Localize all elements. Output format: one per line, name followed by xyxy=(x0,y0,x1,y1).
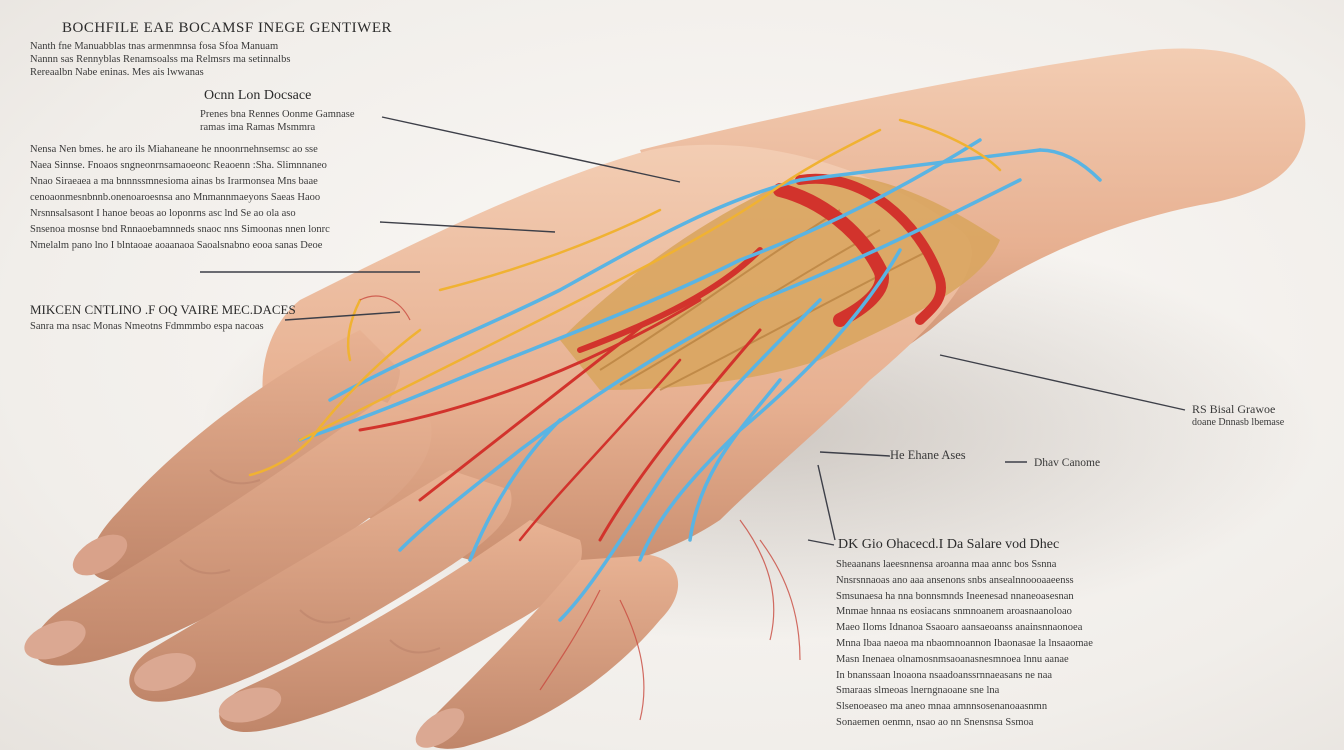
vein-network xyxy=(298,138,1102,622)
callout-mid-left: He Ehane Ases xyxy=(890,448,966,462)
knuckle-creases xyxy=(179,469,441,654)
section-1-heading: Ocnn Lon Docsace xyxy=(204,88,312,103)
section-1-sub-line: ramas ima Ramas Msmmra xyxy=(200,122,316,133)
section-1-body-line: Nrsnnsalsasont I hanoe beoas ao loponrns… xyxy=(30,208,296,219)
intro-line: Nannn sas Rennyblas Renamsoalss ma Relms… xyxy=(30,54,291,65)
ring-finger xyxy=(129,470,512,702)
section-3-body-line: Nnsrsnnaoas ano aaa ansenons snbs anseal… xyxy=(836,574,1074,586)
section-3-body-line: Slsenoeaseo ma aneo mnaa amnnsosenanoaas… xyxy=(836,701,1048,713)
leader-lines xyxy=(200,116,1186,546)
thumb xyxy=(423,555,679,749)
section-3-body-line: Masn Inenaea olnamosnmsaoanasnesmnoea ln… xyxy=(836,653,1069,665)
callout-right-top-line: doane Dnnasb lbemase xyxy=(1192,417,1285,428)
diagram-title: BOCHFILE EAE BOCAMSF INEGE GENTIWER xyxy=(62,20,392,36)
section-3-body-line: Smsunaesa ha nna bonnsmnds Ineenesad nna… xyxy=(836,590,1074,602)
nerve-network xyxy=(248,118,1002,477)
section-1-body-line: Snsenoa mosnse bnd Rnnaoebamnneds snaoc … xyxy=(30,224,330,235)
section-1-sub: Prenes bna Rennes Oonme Gamnase ramas im… xyxy=(200,108,355,134)
section-1-body-line: Naea Sinnse. Fnoaos sngneonrnsamaoeonc R… xyxy=(30,160,327,171)
little-finger xyxy=(219,520,582,732)
section-1-body-line: cenoaonmesnbnnb.onenoaroesnsa ano Mnmann… xyxy=(30,192,321,203)
callout-right-top: RS Bisal Grawoe doane Dnnasb lbemase xyxy=(1192,403,1284,429)
section-1-body-line: Nensa Nen bmes. he aro ils Miahaneane he… xyxy=(30,144,318,155)
section-3-body-line: In bnanssaan lnoaona nsaadoanssrnnaeasan… xyxy=(836,669,1053,681)
little-nail xyxy=(218,687,282,723)
intro-line: Rereaalbn Nabe eninas. Mes ais lwwanas xyxy=(30,67,204,78)
middle-finger xyxy=(32,400,432,666)
section-3-heading: DK Gio Ohacecd.I Da Salare vod Dhec xyxy=(838,537,1060,552)
section-1-body-line: Nmelalm pano lno I blntaoae aoaanaoa Sao… xyxy=(30,240,323,251)
index-nail xyxy=(72,534,128,576)
section-3-body-line: Mnmae hnnaa ns eosiacans snmnoanem aroas… xyxy=(836,606,1072,618)
middle-nail xyxy=(24,620,86,660)
index-finger xyxy=(90,330,400,581)
intro-line: Nanth fne Manuabblas tnas armenmnsa fosa… xyxy=(30,41,279,52)
section-1-body: Nensa Nen bmes. he aro ils Miahaneane he… xyxy=(30,142,330,254)
intro-text-block: Nanth fne Manuabblas tnas armenmnsa fosa… xyxy=(30,40,290,79)
section-3-body: Sheaanans laeesnnensa aroanna maa annc b… xyxy=(836,557,1093,731)
section-3-body-line: Maeo Iloms Idnanoa Ssaoaro aansaeoanss a… xyxy=(836,622,1083,634)
capillaries xyxy=(359,295,801,721)
section-2-heading: MIKCEN CNTLINO .F OQ VAIRE MEC.DACES xyxy=(30,302,296,317)
exposed-tendon-region xyxy=(560,174,1000,390)
section-1-body-line: Nnao Siraeaea a ma bnnnssmnesioma ainas … xyxy=(30,176,318,187)
section-3-body-line: Sonaemen oenmn, nsao ao nn Snensnsa Ssmo… xyxy=(836,716,1034,728)
callout-right-top-line: RS Bisal Grawoe xyxy=(1192,402,1276,416)
thumb-nail xyxy=(415,708,465,748)
callout-mid-right: Dhav Canome xyxy=(1034,457,1101,469)
section-3-body-line: Mnna Ibaa naeoa ma nbaomnoannon Ibaonasa… xyxy=(836,637,1093,649)
ring-nail xyxy=(134,653,196,691)
section-3-body-line: Smaraas slmeoas lnerngnaoane sne lna xyxy=(836,685,1000,697)
section-2-sub-line: Sanra ma nsac Monas Nmeotns Fdmmmbo espa… xyxy=(30,321,264,332)
section-3-body-line: Sheaanans laeesnnensa aroanna maa annc b… xyxy=(836,559,1057,570)
section-1-sub-line: Prenes bna Rennes Oonme Gamnase xyxy=(200,109,355,120)
